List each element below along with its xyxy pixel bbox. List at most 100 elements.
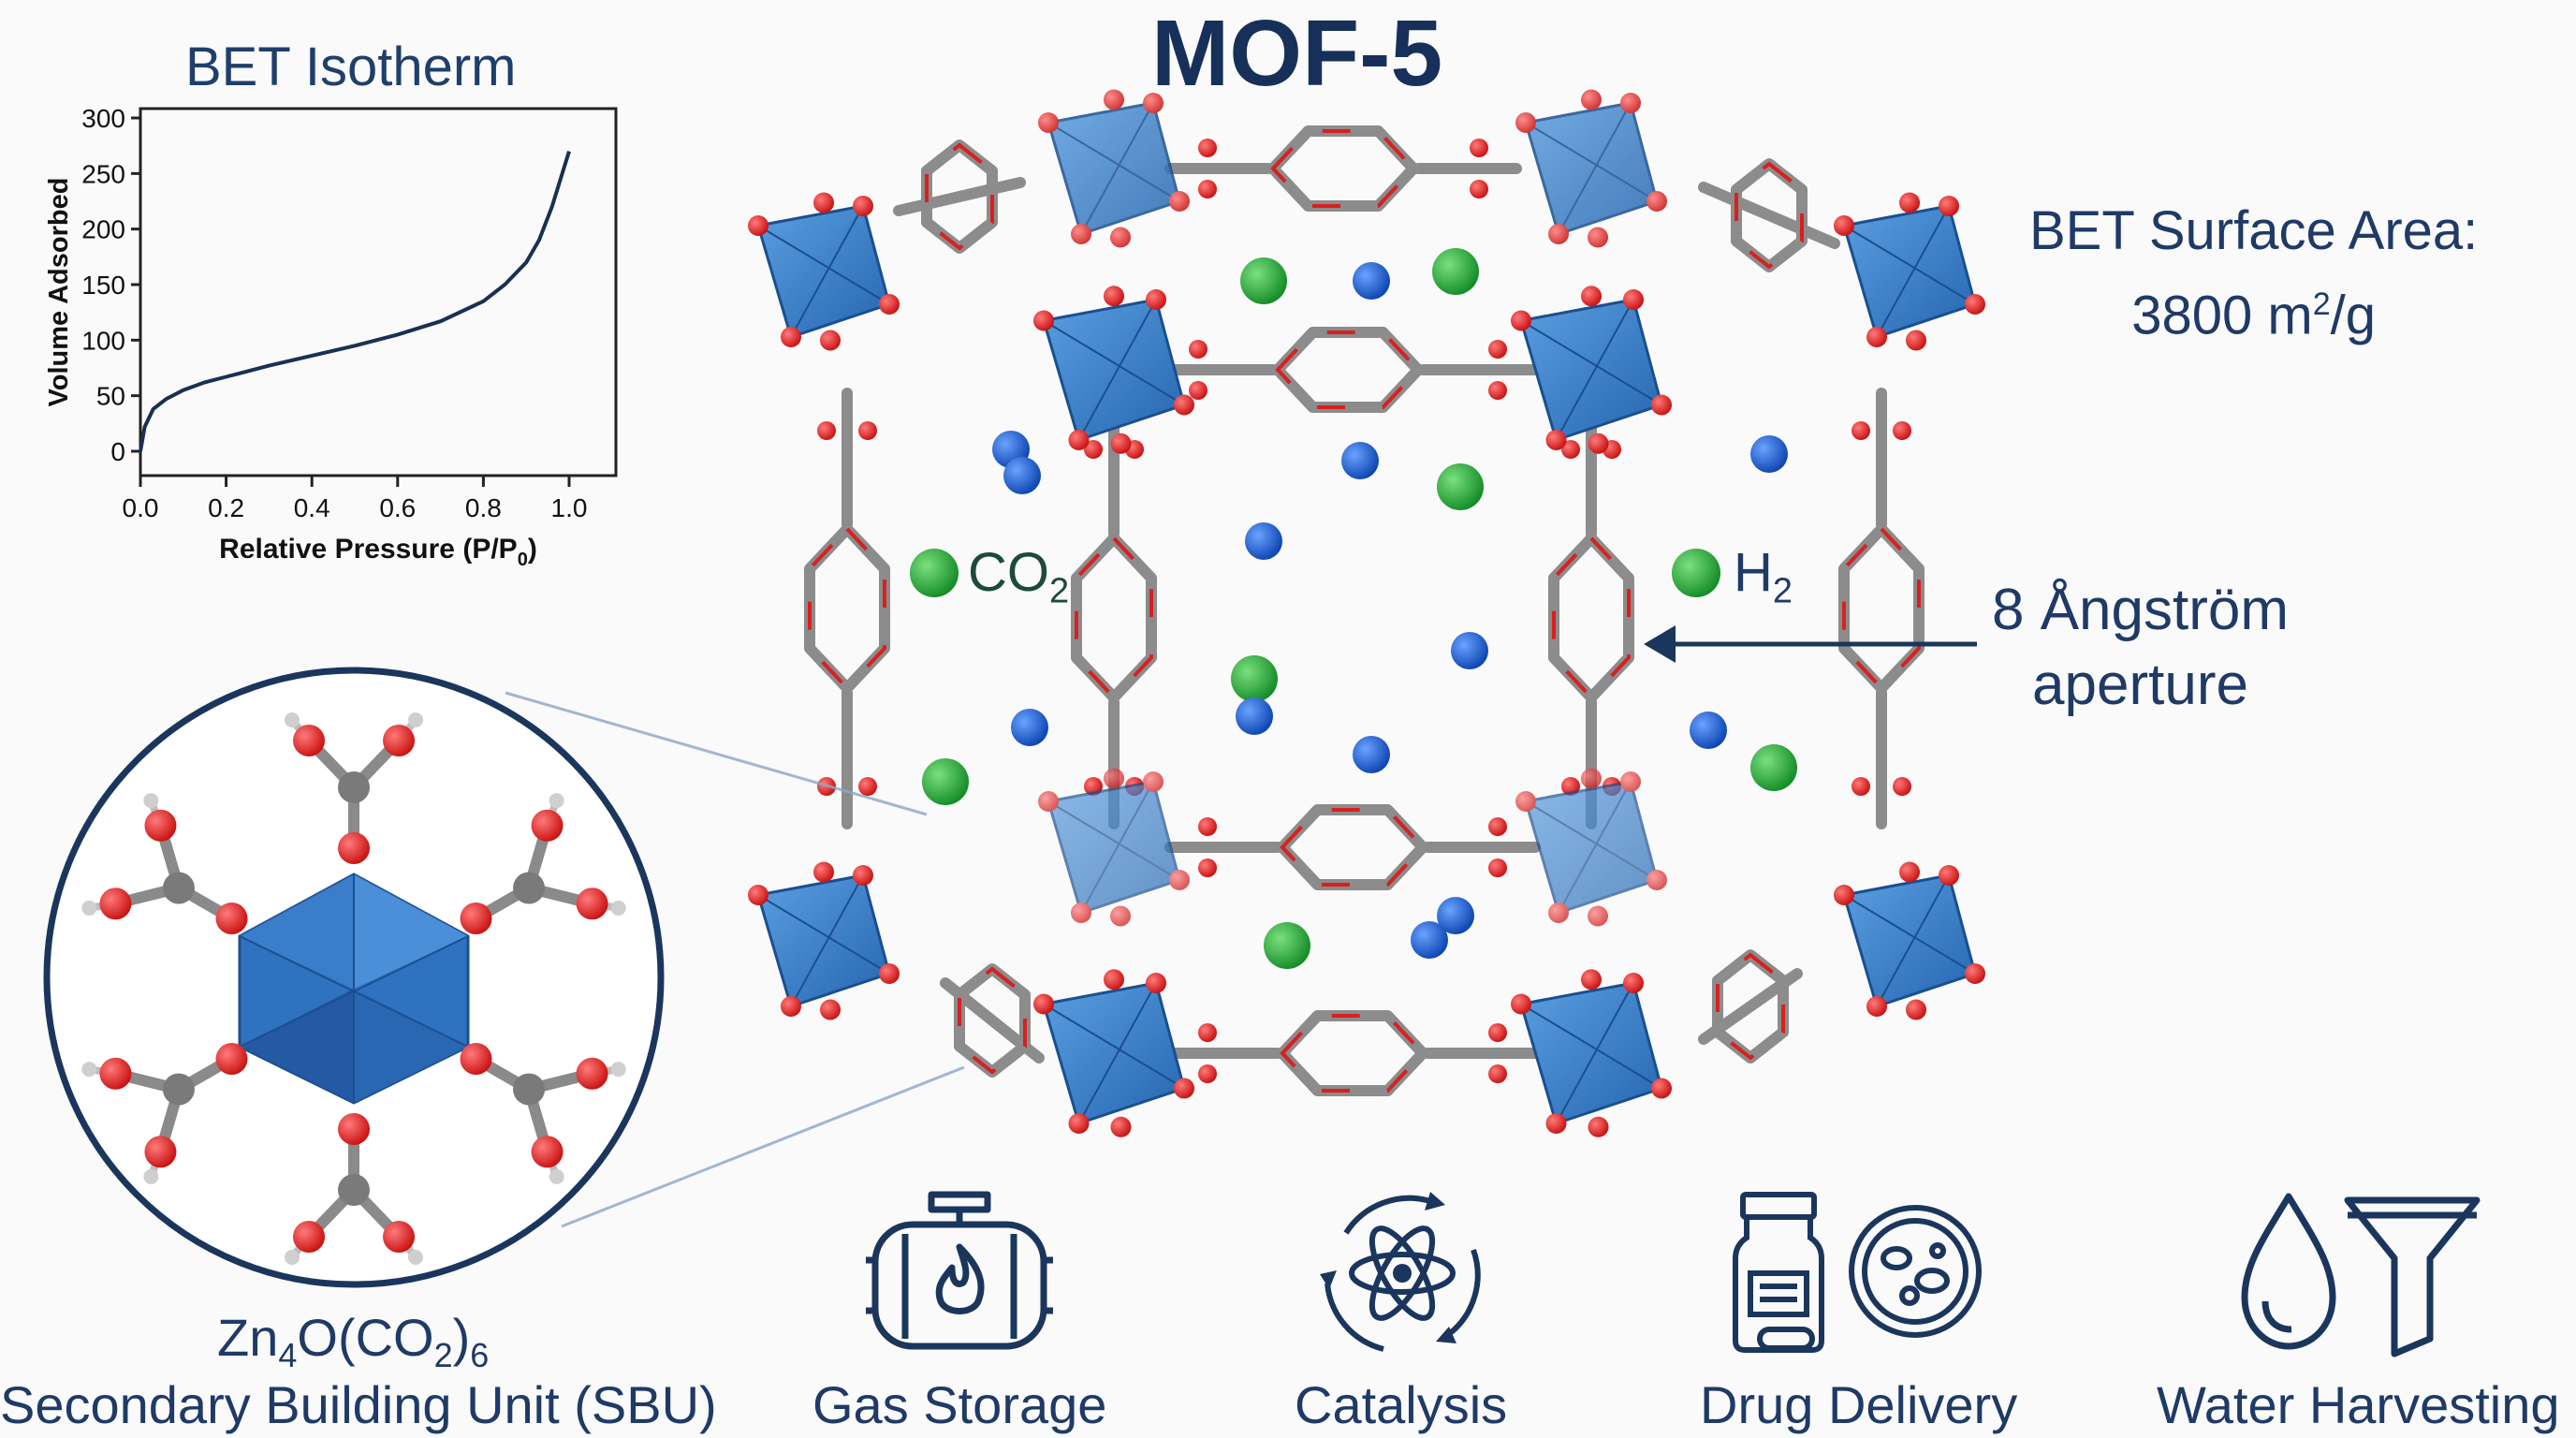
h2-sphere [1451, 632, 1488, 669]
x-axis-label: Relative Pressure (P/P0) [219, 534, 537, 570]
hydrogen-atom [408, 712, 423, 727]
oxygen-atom [1071, 224, 1091, 244]
oxygen-atom [853, 196, 873, 216]
co2-label: CO2 [968, 542, 1070, 611]
y-tick-label: 0 [110, 437, 125, 466]
hydrogen-atom [549, 1168, 564, 1184]
hydrogen-atom [143, 1168, 159, 1184]
oxygen-atom [1866, 996, 1887, 1017]
oxygen-atom [1033, 993, 1054, 1015]
oxygen-atom [1852, 777, 1870, 796]
zn-cluster [1834, 192, 1985, 351]
oxygen-atom [1647, 191, 1667, 212]
sbu-atoms [81, 712, 626, 1265]
oxygen-atom [1110, 227, 1131, 248]
h2-sphere [1411, 921, 1448, 959]
magnifier-lines [505, 691, 965, 1228]
oxygen-atom [383, 725, 415, 756]
oxygen-atom [1511, 993, 1531, 1015]
oxygen-atom [576, 1057, 608, 1090]
oxygen-atom [1561, 440, 1580, 459]
zn-cluster [1515, 768, 1667, 927]
h2-legend-sphere [1672, 549, 1720, 597]
oxygen-atom [1548, 224, 1569, 244]
zn-cluster [1515, 89, 1667, 248]
oxygen-atom [1143, 771, 1164, 792]
oxygen-atom [383, 1221, 415, 1253]
h2-sphere [1245, 522, 1282, 560]
hydrogen-atom [143, 793, 159, 809]
oxygen-atom [1071, 902, 1091, 923]
app-label-water-harvesting: Water Harvesting [2157, 1375, 2560, 1434]
oxygen-atom [1104, 768, 1124, 789]
oxygen-atom [1893, 777, 1911, 796]
oxygen-atom [1511, 310, 1531, 331]
hydrogen-atom [549, 793, 564, 809]
oxygen-atom [820, 999, 841, 1020]
oxygen-atom [1515, 112, 1536, 133]
oxygen-atom [858, 421, 877, 440]
oxygen-atom [293, 725, 325, 756]
x-tick-label: 0.2 [208, 493, 244, 522]
oxygen-atom [1866, 327, 1887, 347]
oxygen-atom [1939, 196, 1959, 216]
oxygen-atom [215, 1043, 248, 1075]
surface-area-label: BET Surface Area: [2029, 200, 2479, 261]
oxygen-atom [1174, 394, 1194, 416]
oxygen-atom [1146, 973, 1166, 993]
y-tick-label: 100 [81, 326, 125, 355]
oxygen-atom [338, 832, 370, 864]
atom-cycle-icon [1320, 1192, 1481, 1352]
zn-cluster [1033, 286, 1194, 454]
oxygen-atom [1110, 433, 1132, 454]
oxygen-atom [1033, 310, 1054, 331]
co2-sphere [1264, 922, 1310, 969]
zn-oxide-clusters [748, 89, 1985, 1137]
y-tick-label: 300 [81, 104, 125, 133]
h2-sphere [1003, 457, 1041, 494]
x-tick-label: 0.0 [123, 493, 159, 522]
oxygen-atom [1588, 433, 1609, 454]
oxygen-atom [1488, 381, 1507, 400]
y-tick-label: 250 [81, 159, 125, 188]
oxygen-atom [1581, 969, 1602, 990]
oxygen-atom [1198, 858, 1217, 877]
oxygen-atom [1545, 1113, 1567, 1134]
surface-area-value: 3800 m2/g [2131, 285, 2377, 346]
oxygen-atom [1834, 215, 1854, 236]
hydrogen-atom [610, 900, 626, 916]
co2-sphere [1240, 257, 1287, 304]
zn-cluster [1511, 286, 1672, 454]
page-title: MOF-5 [1151, 1, 1443, 106]
oxygen-atom [858, 777, 877, 796]
benzene-ring [1071, 533, 1157, 703]
x-tick-label: 0.8 [465, 493, 502, 522]
oxygen-atom [1169, 191, 1190, 212]
oxygen-atom [1965, 294, 1985, 315]
zn-cluster [1511, 969, 1672, 1137]
app-label-catalysis: Catalysis [1295, 1375, 1508, 1434]
carbon-atom [162, 872, 195, 904]
carbon-atom [338, 771, 370, 803]
plot-frame [139, 107, 618, 477]
y-axis-label: Volume Adsorbed [44, 178, 74, 407]
oxygen-atom [1189, 381, 1208, 400]
oxygen-atom [1198, 1064, 1217, 1083]
oxygen-atom [1038, 791, 1059, 812]
h2-label: H2 [1734, 542, 1793, 611]
oxygen-atom [1893, 421, 1911, 440]
oxygen-atom [748, 885, 768, 905]
carbon-atom [338, 1174, 370, 1206]
co2-sphere [922, 758, 969, 805]
oxygen-atom [1581, 768, 1602, 789]
hydrogen-atom [610, 1062, 626, 1078]
oxygen-atom [1588, 905, 1608, 927]
oxygen-atom [879, 963, 900, 984]
oxygen-atom [1545, 430, 1567, 450]
oxygen-atom [1488, 817, 1507, 836]
x-tick-label: 0.4 [294, 493, 330, 522]
h2-sphere [1011, 709, 1048, 746]
x-tick-label: 0.6 [379, 493, 416, 522]
